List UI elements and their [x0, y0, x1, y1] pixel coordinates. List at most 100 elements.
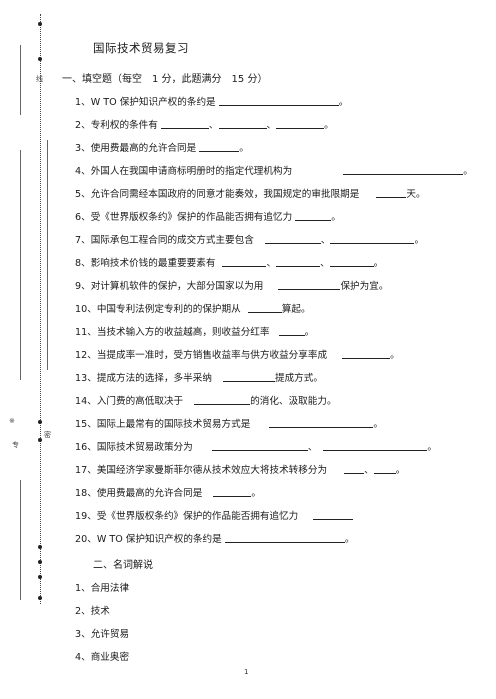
- question-14: 14、入门费的高低取决于 的消化、汲取能力。: [75, 393, 337, 407]
- answer-blank: [213, 486, 252, 497]
- question-5: 5、允许合同需经本国政府的同意才能奏效，我国规定的审批限期是 天。: [75, 186, 426, 200]
- question-13: 13、提成方法的选择，多半采纳 提成方式。: [75, 370, 323, 384]
- question-separator: 、: [307, 442, 318, 453]
- question-number: 19、: [75, 511, 97, 522]
- answer-blank: [211, 440, 308, 451]
- term-item: 4、商业奥密: [75, 652, 130, 663]
- binding-mark-text: 线: [36, 75, 43, 83]
- question-20: 20、W TO 保护知识产权的条约是 。: [75, 531, 354, 545]
- binding-rule: [20, 150, 21, 380]
- question-number: 1、: [75, 97, 91, 108]
- question-16: 16、国际技术贸易政策分为 、。: [75, 439, 437, 453]
- binding-dot: [38, 545, 42, 549]
- answer-blank: [247, 302, 282, 313]
- question-suffix: 天。: [406, 189, 426, 200]
- question-suffix: 的消化、汲取能力。: [250, 396, 337, 407]
- answer-blank: [223, 371, 275, 382]
- question-text: 使用费最高的允许合同是: [96, 488, 203, 499]
- question-text: 影响技术价钱的最重要要素有: [90, 258, 216, 269]
- binding-mark-text: 密: [44, 431, 51, 439]
- question-suffix: 。: [338, 97, 349, 108]
- question-number: 20、: [75, 534, 97, 545]
- question-suffix: 。: [344, 534, 355, 545]
- question-suffix: 。: [331, 212, 341, 223]
- binding-margin: 线 ※ 专 密: [0, 0, 60, 699]
- binding-dotted-line: [40, 14, 41, 604]
- answer-blank: [276, 118, 325, 129]
- question-7: 7、国际承包工程合同的成交方式主要包含 、。: [75, 232, 424, 246]
- question-1: 1、W TO 保护知识产权的条约是 。: [75, 94, 348, 108]
- question-suffix: 算起。: [281, 304, 311, 315]
- answer-blank: [160, 118, 209, 129]
- binding-dot: [38, 575, 42, 579]
- answer-blank: [264, 233, 321, 244]
- question-text: 对计算机软件的保护，大部分国家以为用: [90, 281, 264, 292]
- question-text: 美国经济学家曼斯菲尔德从技术效应大将技术转移分为: [96, 465, 328, 476]
- question-text: 受《世界版权条约》保护的作品能否拥有追忆力: [96, 511, 299, 522]
- binding-dot: [38, 596, 42, 600]
- term-item: 1、合用法律: [75, 583, 130, 594]
- question-2: 2、专利权的条件有 、、。: [75, 117, 334, 131]
- question-6: 6、受《世界版权条约》保护的作品能否拥有追忆力 。: [75, 209, 341, 223]
- question-text: 专利权的条件有: [90, 120, 158, 131]
- binding-dot: [38, 560, 42, 564]
- question-12: 12、当提成率一准时，受方销售收益率与供方收益分享率成 。: [75, 347, 400, 361]
- question-number: 4、: [75, 166, 91, 177]
- page-number: 1: [244, 668, 249, 676]
- question-text: 国际承包工程合同的成交方式主要包含: [90, 235, 254, 246]
- question-text: 国际上最常有的国际技术贸易方式是: [96, 419, 251, 430]
- answer-blank: [224, 532, 345, 543]
- question-suffix: 。: [304, 327, 315, 338]
- question-suffix: 保护为宜。: [340, 281, 389, 292]
- answer-blank: [376, 187, 407, 198]
- question-suffix: 。: [373, 419, 383, 430]
- page-title: 国际技术贸易复习: [93, 41, 189, 55]
- term-item: 2、技术: [75, 606, 110, 617]
- question-text: 允许合同需经本国政府的同意才能奏效，我国规定的审批限期是: [90, 189, 360, 200]
- answer-blank: [342, 348, 391, 359]
- question-number: 17、: [75, 465, 97, 476]
- answer-blank: [218, 95, 339, 106]
- question-separator: 、: [266, 258, 277, 269]
- binding-rule: [47, 140, 48, 370]
- answer-blank: [373, 463, 396, 474]
- answer-blank: [313, 509, 354, 520]
- question-text: 受《世界版权条约》保护的作品能否拥有追忆力: [90, 212, 293, 223]
- question-text: 当技术输入方的收益越高，则收益分红率: [96, 327, 270, 338]
- question-number: 15、: [75, 419, 97, 430]
- binding-rule: [20, 45, 21, 115]
- question-separator: 、: [364, 465, 374, 476]
- binding-dot: [38, 22, 42, 26]
- question-suffix: 。: [463, 166, 473, 177]
- question-4: 4、外国人在我国申请商标明册时的指定代理机构为 。: [75, 163, 473, 177]
- binding-mark-text: 专: [12, 441, 19, 449]
- answer-blank: [343, 164, 464, 175]
- question-number: 3、: [75, 143, 91, 154]
- question-suffix: 。: [251, 488, 261, 499]
- question-suffix: 。: [324, 120, 334, 131]
- question-text: W TO 保护知识产权的条约是: [96, 534, 222, 545]
- answer-blank: [278, 279, 341, 290]
- binding-mark-text: ※: [9, 417, 15, 425]
- question-suffix: 。: [414, 235, 425, 246]
- answer-blank: [218, 118, 267, 129]
- question-suffix: 。: [395, 465, 406, 476]
- question-number: 9、: [75, 281, 91, 292]
- question-number: 16、: [75, 442, 97, 453]
- question-11: 11、当技术输入方的收益越高，则收益分红率 。: [75, 324, 314, 338]
- question-text: 使用费最高的允许合同是: [90, 143, 197, 154]
- question-15: 15、国际上最常有的国际技术贸易方式是 。: [75, 416, 383, 430]
- question-number: 2、: [75, 120, 91, 131]
- answer-blank: [222, 256, 267, 267]
- question-suffix: 提成方式。: [275, 373, 323, 384]
- answer-blank: [330, 233, 415, 244]
- binding-dot: [38, 438, 42, 442]
- question-number: 6、: [75, 212, 91, 223]
- question-separator: 、: [320, 258, 330, 269]
- answer-blank: [295, 210, 332, 221]
- question-number: 8、: [75, 258, 91, 269]
- answer-blank: [276, 256, 321, 267]
- question-separator: 、: [266, 120, 277, 131]
- question-text: 外国人在我国申请商标明册时的指定代理机构为: [90, 166, 293, 177]
- answer-blank: [344, 463, 365, 474]
